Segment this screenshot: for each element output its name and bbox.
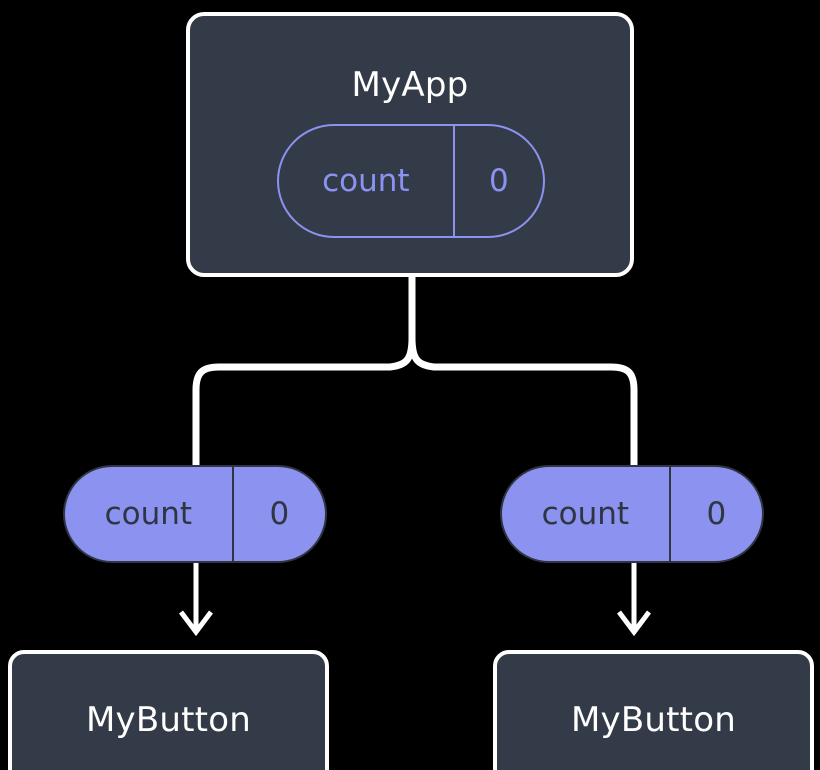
- prop-pill-left-divider: [231, 467, 234, 561]
- state-pill-root-divider: [452, 126, 455, 236]
- state-pill-root-key: count: [322, 162, 410, 199]
- prop-pill-left-value: 0: [269, 495, 290, 532]
- prop-pill-right-value: 0: [706, 495, 727, 532]
- component-label-myapp: MyApp: [351, 65, 469, 105]
- component-node-mybutton-left[interactable]: MyButton: [8, 650, 329, 770]
- component-node-mybutton-right[interactable]: MyButton: [493, 650, 814, 770]
- edge-to-left-child: [192, 334, 416, 469]
- prop-pill-right-divider: [668, 467, 671, 561]
- state-pill-root-value: 0: [488, 162, 509, 199]
- edge-right-prop-arrowhead: [617, 610, 651, 637]
- prop-pill-left[interactable]: count 0: [63, 465, 327, 563]
- state-pill-root[interactable]: count 0: [277, 124, 545, 238]
- component-label-mybutton-right: MyButton: [571, 700, 736, 740]
- component-label-mybutton-left: MyButton: [86, 700, 251, 740]
- prop-pill-right-key: count: [541, 495, 630, 532]
- edge-left-prop-arrowhead: [179, 610, 213, 637]
- edge-to-right-child: [408, 334, 638, 469]
- prop-pill-right[interactable]: count 0: [500, 465, 764, 563]
- prop-pill-left-key: count: [104, 495, 193, 532]
